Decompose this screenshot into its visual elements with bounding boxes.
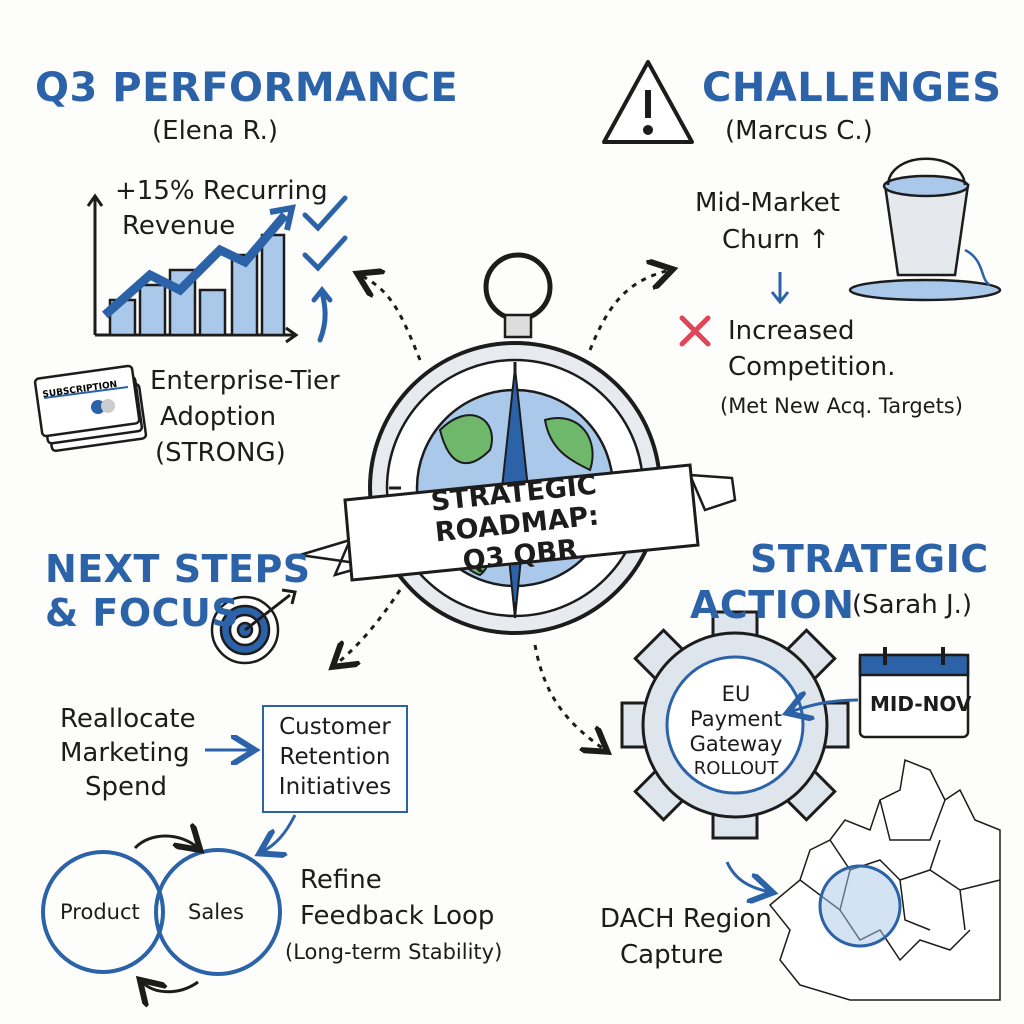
retention-line-2: Retention — [279, 743, 391, 770]
warning-icon — [602, 60, 694, 144]
gear-line-4: ROLLOUT — [693, 757, 779, 779]
growth-chart-icon — [86, 193, 299, 344]
title-banner — [299, 463, 737, 582]
feedback-note: (Long-term Stability) — [285, 940, 503, 964]
q3-performance-heading: Q3 PERFORMANCE — [35, 65, 459, 111]
gear-label: EU Payment Gateway ROLLOUT — [665, 682, 807, 779]
target-icon — [210, 588, 297, 665]
calendar-label: MID-NOV — [870, 692, 972, 716]
leaking-bucket-icon — [848, 157, 1002, 302]
competition-label-2: Competition. — [728, 352, 896, 382]
competition-note: (Met New Acq. Targets) — [720, 394, 963, 418]
x-mark-icon — [679, 315, 711, 347]
adoption-label-2: Adoption — [160, 402, 277, 432]
churn-label-2: Churn ↑ — [722, 225, 830, 255]
challenges-heading: CHALLENGES — [702, 65, 1002, 111]
challenges-owner: (Marcus C.) — [725, 116, 873, 146]
retention-line-3: Initiatives — [278, 773, 392, 800]
gear-line-3: Gateway — [689, 732, 783, 757]
connector-arrows — [335, 270, 670, 750]
churn-label: Mid-Market — [695, 188, 840, 218]
checkmark-icon — [302, 195, 348, 343]
adoption-label: Enterprise-Tier — [150, 366, 340, 396]
next-steps-heading: NEXT STEPS — [45, 547, 311, 591]
arrow-icon — [262, 814, 297, 852]
gear-line-2: Payment — [690, 707, 782, 732]
calendar-icon — [858, 647, 970, 739]
region-label: DACH Region — [600, 904, 772, 934]
down-arrow-icon — [770, 272, 790, 305]
strategic-action-heading: STRATEGIC — [750, 537, 989, 581]
performance-owner: (Elena R.) — [152, 116, 279, 146]
next-steps-heading-2: & FOCUS — [45, 591, 240, 635]
feedback-label-2: Feedback Loop — [300, 901, 495, 931]
retention-line-1: Customer — [279, 714, 391, 740]
venn-diagram — [41, 836, 282, 992]
dach-highlight — [818, 864, 902, 948]
strategic-action-heading-2: ACTION — [690, 583, 855, 627]
competition-label: Increased — [728, 316, 855, 346]
arrow-icon — [790, 700, 859, 712]
realloc-label: Reallocate — [60, 704, 196, 734]
retention-box: Customer Retention Initiatives — [262, 705, 408, 813]
revenue-label-2: Revenue — [122, 211, 236, 241]
arrow-icon — [725, 861, 770, 892]
adoption-status: (STRONG) — [155, 438, 286, 468]
venn-product-label: Product — [60, 900, 140, 924]
revenue-label: +15% Recurring — [115, 176, 328, 206]
realloc-label-3: Spend — [85, 772, 167, 802]
gear-line-1: EU — [721, 682, 751, 706]
strategic-action-owner: (Sarah J.) — [852, 590, 973, 620]
gear-icon — [620, 610, 850, 840]
subscription-card-icon — [33, 364, 148, 453]
realloc-label-2: Marketing — [60, 738, 190, 768]
region-label-2: Capture — [620, 940, 724, 970]
feedback-label: Refine — [300, 865, 382, 895]
venn-sales-label: Sales — [188, 900, 244, 924]
